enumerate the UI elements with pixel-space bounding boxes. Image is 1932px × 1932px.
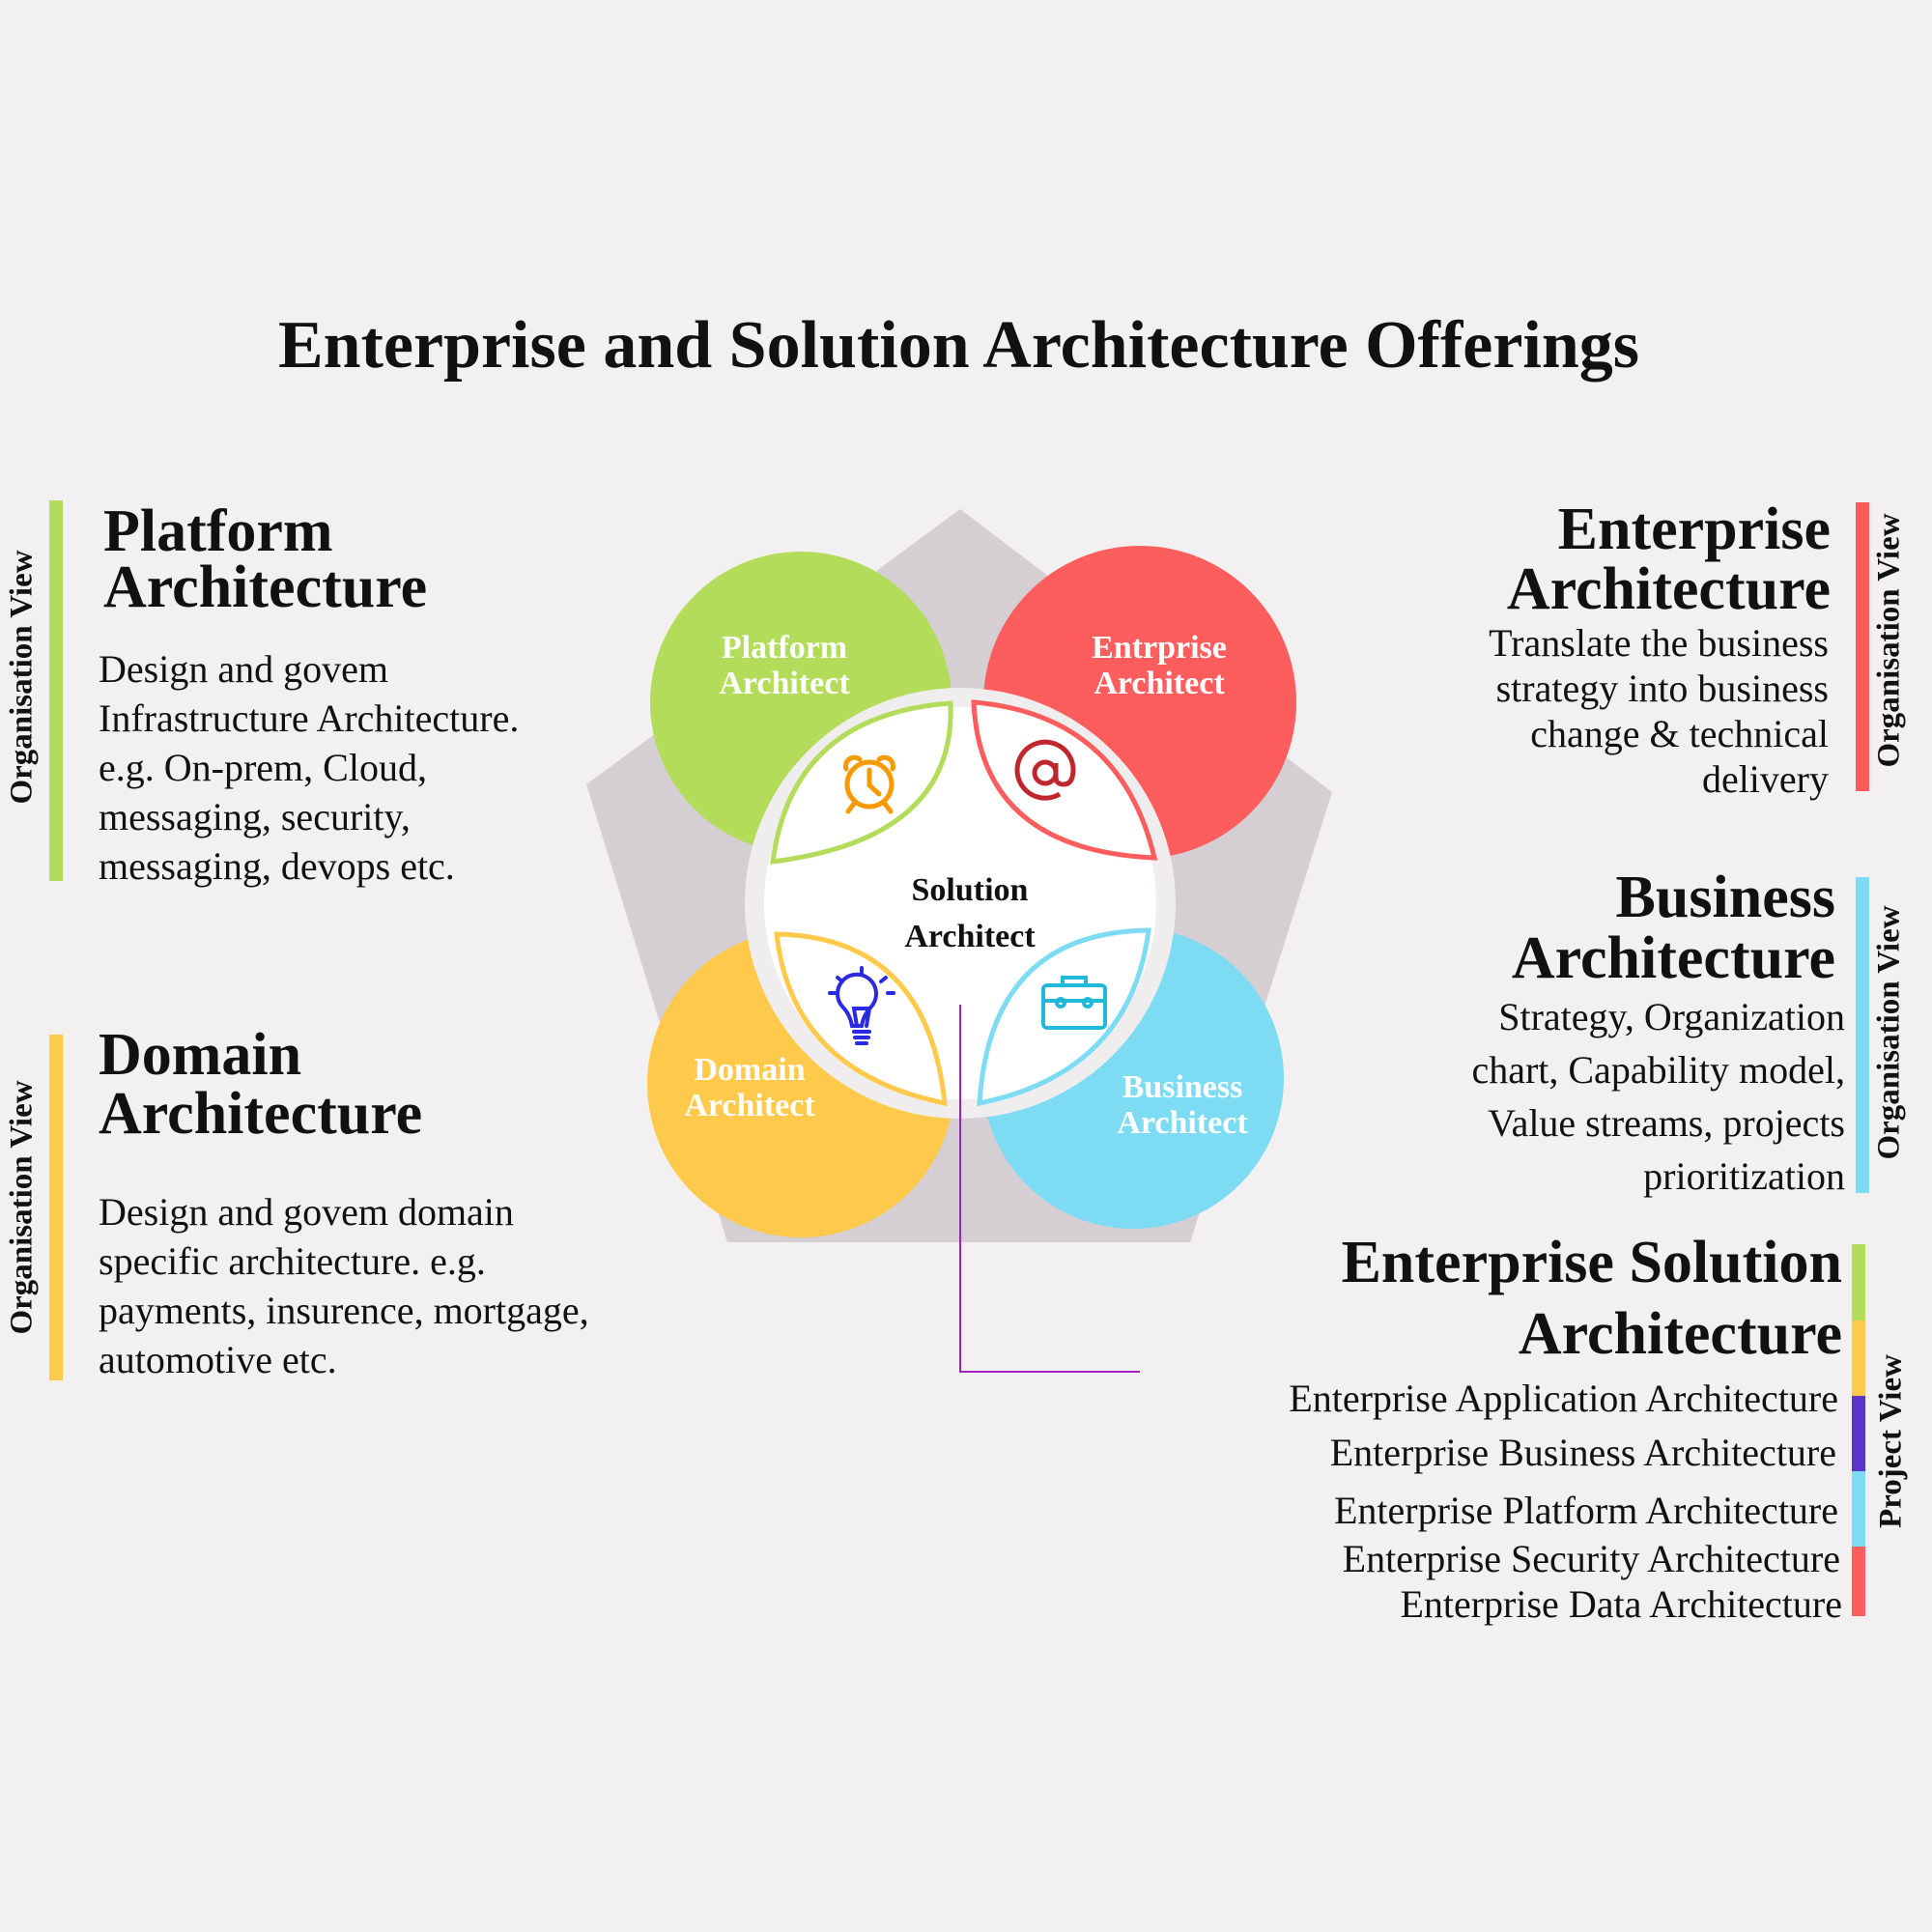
business-view-bar — [1856, 877, 1869, 1193]
solution-item: Enterprise Security Architecture — [1342, 1537, 1840, 1580]
solution-bar-red — [1852, 1547, 1865, 1616]
at-sign-icon — [1014, 739, 1076, 801]
domain-view-label: Organisation View — [4, 1080, 40, 1335]
green-petal — [770, 700, 953, 865]
platform-view-label: Organisation View — [4, 550, 40, 805]
solution-view-label: Project View — [1873, 1354, 1909, 1528]
blue-petal — [977, 927, 1151, 1107]
solution-item: Enterprise Application Architecture — [1289, 1377, 1838, 1420]
solution-bar-green — [1852, 1244, 1865, 1321]
page-title: Enterprise and Solution Architecture Off… — [277, 308, 1640, 383]
enterprise-view-label: Organisation View — [1871, 513, 1907, 768]
solution-item: Enterprise Platform Architecture — [1333, 1489, 1838, 1532]
solution-item: Enterprise Business Architecture — [1329, 1431, 1836, 1474]
solution-bar-purple — [1852, 1396, 1865, 1471]
solution-bar-blue — [1852, 1471, 1865, 1547]
domain-view-bar — [49, 1035, 63, 1380]
connector-line — [959, 1005, 1140, 1373]
solution-bar-yellow — [1852, 1321, 1865, 1396]
platform-view-bar — [49, 500, 63, 881]
briefcase-icon — [1041, 976, 1107, 1030]
yellow-petal — [774, 931, 948, 1107]
solution-item: Enterprise Data Architecture — [1400, 1582, 1842, 1626]
alarm-clock-icon — [843, 754, 895, 814]
red-petal — [971, 699, 1158, 861]
business-view-label: Organisation View — [1871, 905, 1907, 1160]
enterprise-view-bar — [1856, 502, 1869, 791]
lightbulb-icon — [828, 966, 895, 1045]
